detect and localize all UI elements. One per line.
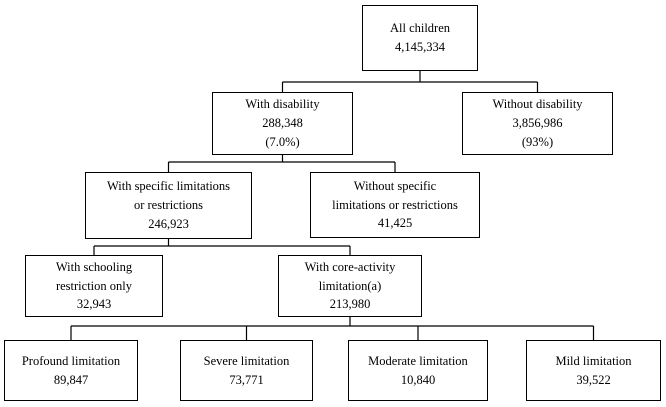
node-value: 32,943 <box>76 297 112 312</box>
node-core-activity-limitation: With core-activity limitation(a) 213,980 <box>278 255 422 317</box>
node-label: Mild limitation <box>555 353 632 368</box>
node-value: 3,856,986 <box>512 116 563 131</box>
node-all-children: All children 4,145,334 <box>362 5 478 71</box>
node-value: 288,348 <box>262 116 303 131</box>
node-profound-limitation: Profound limitation 89,847 <box>4 340 138 401</box>
node-label: Moderate limitation <box>368 353 468 368</box>
node-value: 10,840 <box>400 372 436 387</box>
connector-level1 <box>281 71 539 92</box>
node-value: 73,771 <box>229 372 264 387</box>
node-label: With disability <box>245 97 320 112</box>
node-mild-limitation: Mild limitation 39,522 <box>526 340 661 401</box>
node-value: 213,980 <box>329 297 371 312</box>
connector-level3 <box>93 239 351 255</box>
node-severe-limitation: Severe limitation 73,771 <box>180 340 313 401</box>
node-with-disability: With disability 288,348 (7.0%) <box>212 92 353 155</box>
node-value: 41,425 <box>377 216 413 231</box>
node-percent: (7.0%) <box>265 134 300 149</box>
node-label: Severe limitation <box>203 353 290 368</box>
node-label: With schooling restriction only <box>55 259 133 293</box>
node-schooling-restriction-only: With schooling restriction only 32,943 <box>25 255 163 317</box>
node-value: 246,923 <box>148 216 189 231</box>
connector-level4 <box>70 317 595 340</box>
node-without-disability: Without disability 3,856,986 (93%) <box>462 92 613 155</box>
node-with-specific-limitations: With specific limitations or restriction… <box>85 172 252 239</box>
node-without-specific-limitations: Without specific limitations or restrict… <box>310 172 480 238</box>
node-value: 89,847 <box>53 372 89 387</box>
node-label: With core-activity limitation(a) <box>304 259 396 293</box>
node-label: Without specific limitations or restrict… <box>332 178 458 212</box>
connector-level2 <box>167 155 396 172</box>
node-percent: (93%) <box>521 134 554 149</box>
node-label: All children <box>389 21 451 36</box>
node-label: With specific limitations or restriction… <box>106 179 231 213</box>
node-value: 39,522 <box>576 372 611 387</box>
node-label: Profound limitation <box>21 353 121 368</box>
node-label: Without disability <box>492 97 583 112</box>
node-value: 4,145,334 <box>395 40 445 54</box>
node-moderate-limitation: Moderate limitation 10,840 <box>348 340 488 401</box>
